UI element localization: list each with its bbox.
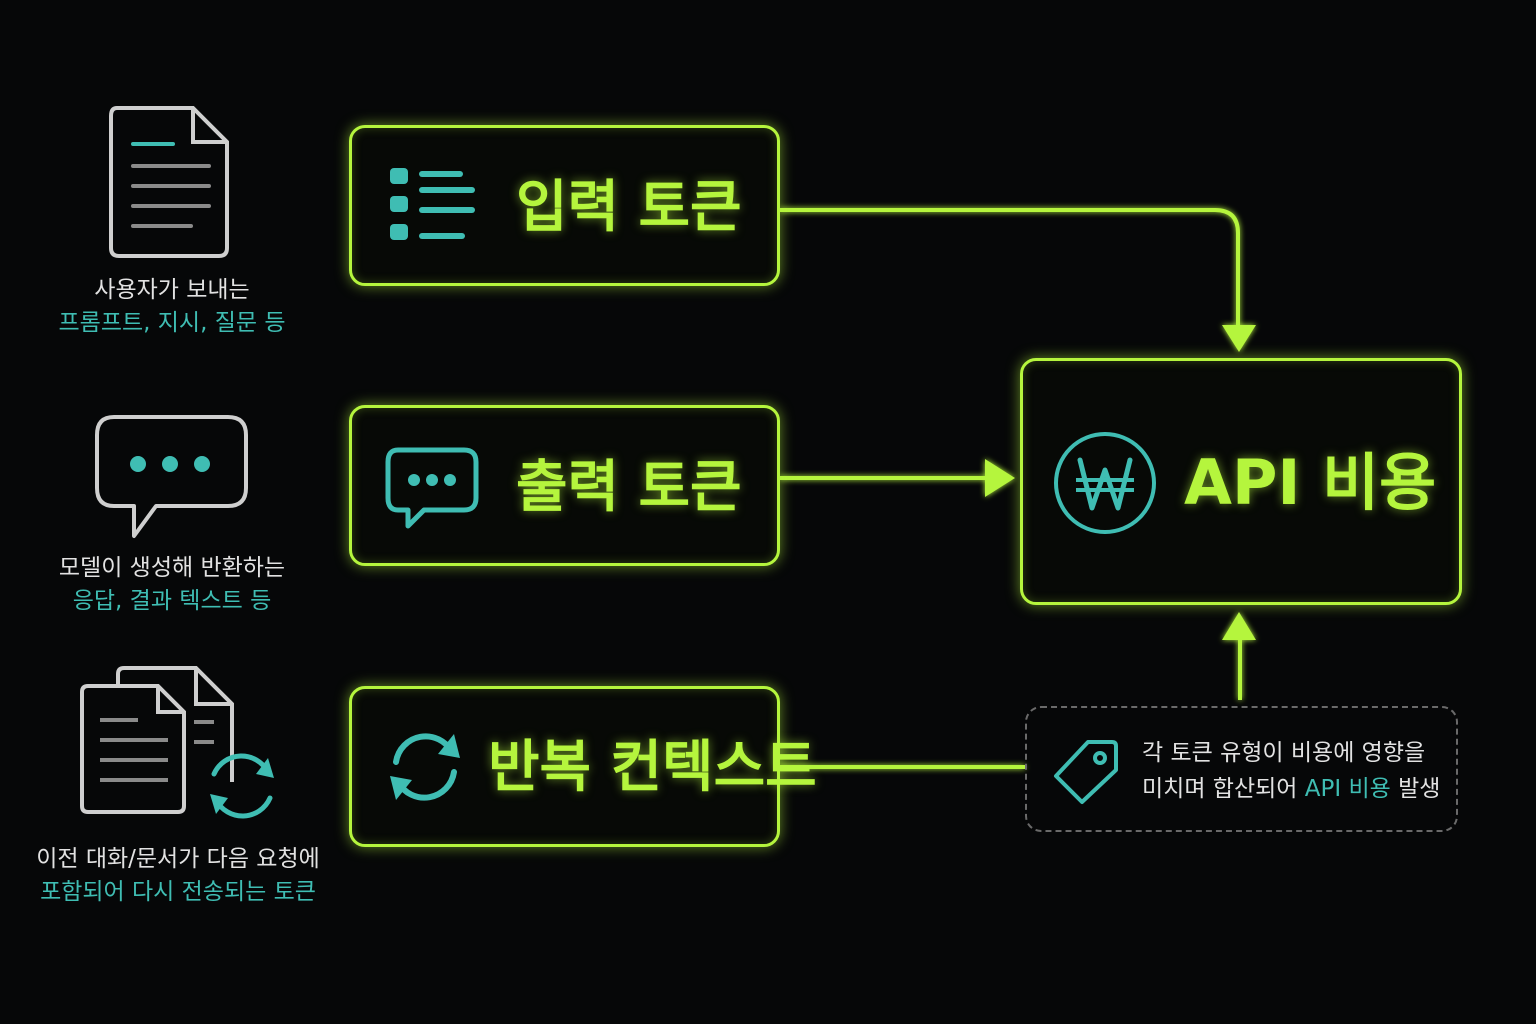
won-icon xyxy=(1054,432,1156,534)
chat-icon xyxy=(385,447,479,529)
api-cost-label: API 비용 xyxy=(1184,446,1437,519)
document-icon xyxy=(109,106,229,258)
context-description-line1: 이전 대화/문서가 다음 요청에 xyxy=(36,846,320,872)
documents-refresh-icon xyxy=(80,666,274,819)
input-description: 사용자가 보내는 프롬프트, 지시, 질문 등 xyxy=(2,274,342,340)
output-tokens-node xyxy=(349,405,780,566)
repeated-context-node xyxy=(349,686,780,847)
input-tokens-node xyxy=(349,125,780,286)
speech-bubble-icon xyxy=(95,415,248,538)
output-description-line2: 응답, 결과 텍스트 등 xyxy=(72,588,272,614)
repeated-context-label: 반복 컨텍스트 xyxy=(488,735,817,800)
context-description-line2: 포함되어 다시 전송되는 토큰 xyxy=(40,879,316,905)
output-description: 모델이 생성해 반환하는 응답, 결과 텍스트 등 xyxy=(2,552,342,618)
note-line1: 각 토큰 유형이 비용에 영향을 xyxy=(1142,740,1426,766)
note-text: 각 토큰 유형이 비용에 영향을 미치며 합산되어 API 비용 발생 xyxy=(1142,735,1440,807)
note-box xyxy=(1025,706,1458,832)
arrowhead-output xyxy=(985,459,1015,497)
note-line2-highlight: API 비용 xyxy=(1304,776,1391,802)
note-line2-a: 미치며 합산되어 xyxy=(1142,776,1305,802)
input-description-line2: 프롬프트, 지시, 질문 등 xyxy=(58,310,286,336)
edge-input-to-api xyxy=(780,208,1240,330)
list-icon xyxy=(390,168,475,240)
arrowhead-input xyxy=(1222,325,1256,352)
input-tokens-label: 입력 토큰 xyxy=(516,175,742,240)
arrowhead-context xyxy=(1222,612,1256,640)
context-description: 이전 대화/문서가 다음 요청에 포함되어 다시 전송되는 토큰 xyxy=(0,843,356,909)
note-line2-c: 발생 xyxy=(1390,776,1441,802)
input-description-line1: 사용자가 보내는 xyxy=(94,277,250,303)
tag-icon xyxy=(1054,740,1118,804)
note-line2: 미치며 합산되어 API 비용 발생 xyxy=(1142,771,1440,807)
refresh-icon xyxy=(390,733,460,801)
output-tokens-label: 출력 토큰 xyxy=(516,455,742,520)
output-description-line1: 모델이 생성해 반환하는 xyxy=(58,555,286,581)
